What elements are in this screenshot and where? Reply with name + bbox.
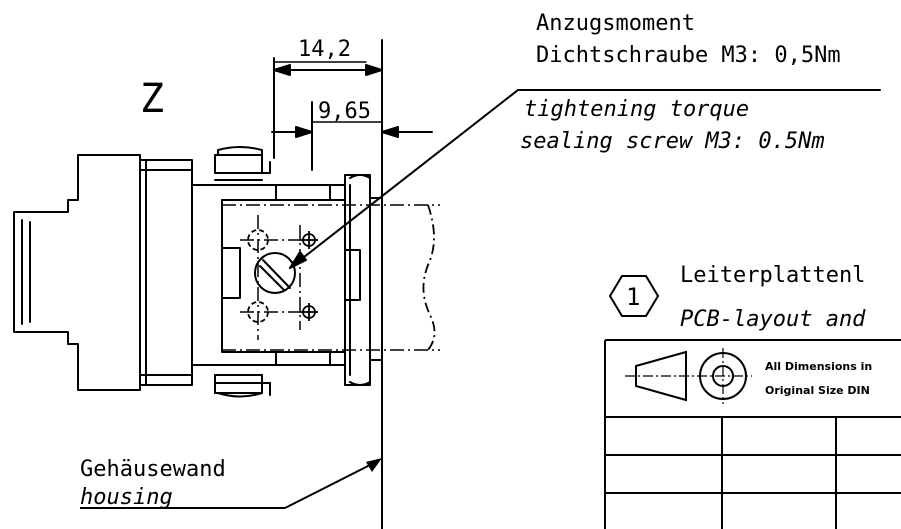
torque-leader <box>289 89 519 269</box>
dimension-inner: 9,65 <box>318 99 371 124</box>
torque-en-line2: sealing screw M3: 0.5Nm <box>520 129 825 154</box>
housing-de: Gehäusewand <box>80 457 226 482</box>
housing-en: housing <box>80 485 173 510</box>
break-line <box>422 204 436 351</box>
plug-left-body <box>13 154 141 391</box>
sealing-screw <box>254 252 296 294</box>
screw-head-top <box>214 154 263 174</box>
callout-number: 1 <box>626 283 640 311</box>
flange-right <box>344 174 371 386</box>
torque-en-line1: tightening torque <box>524 97 749 122</box>
callout-hexagon <box>608 275 660 317</box>
title-block-line1: All Dimensions in <box>765 360 872 373</box>
callout-de: Leiterplattenl <box>680 263 865 288</box>
torque-de-line2: Dichtschraube M3: 0,5Nm <box>536 43 841 68</box>
housing-frame <box>139 159 193 386</box>
torque-de-line1: Anzugsmoment <box>536 11 695 36</box>
housing-leader <box>284 463 373 509</box>
dimension-outer: 14,2 <box>298 37 351 62</box>
title-block-line2: Original Size DIN <box>765 384 870 397</box>
callout-en: PCB-layout and <box>680 307 866 332</box>
view-label: Z <box>140 76 164 122</box>
